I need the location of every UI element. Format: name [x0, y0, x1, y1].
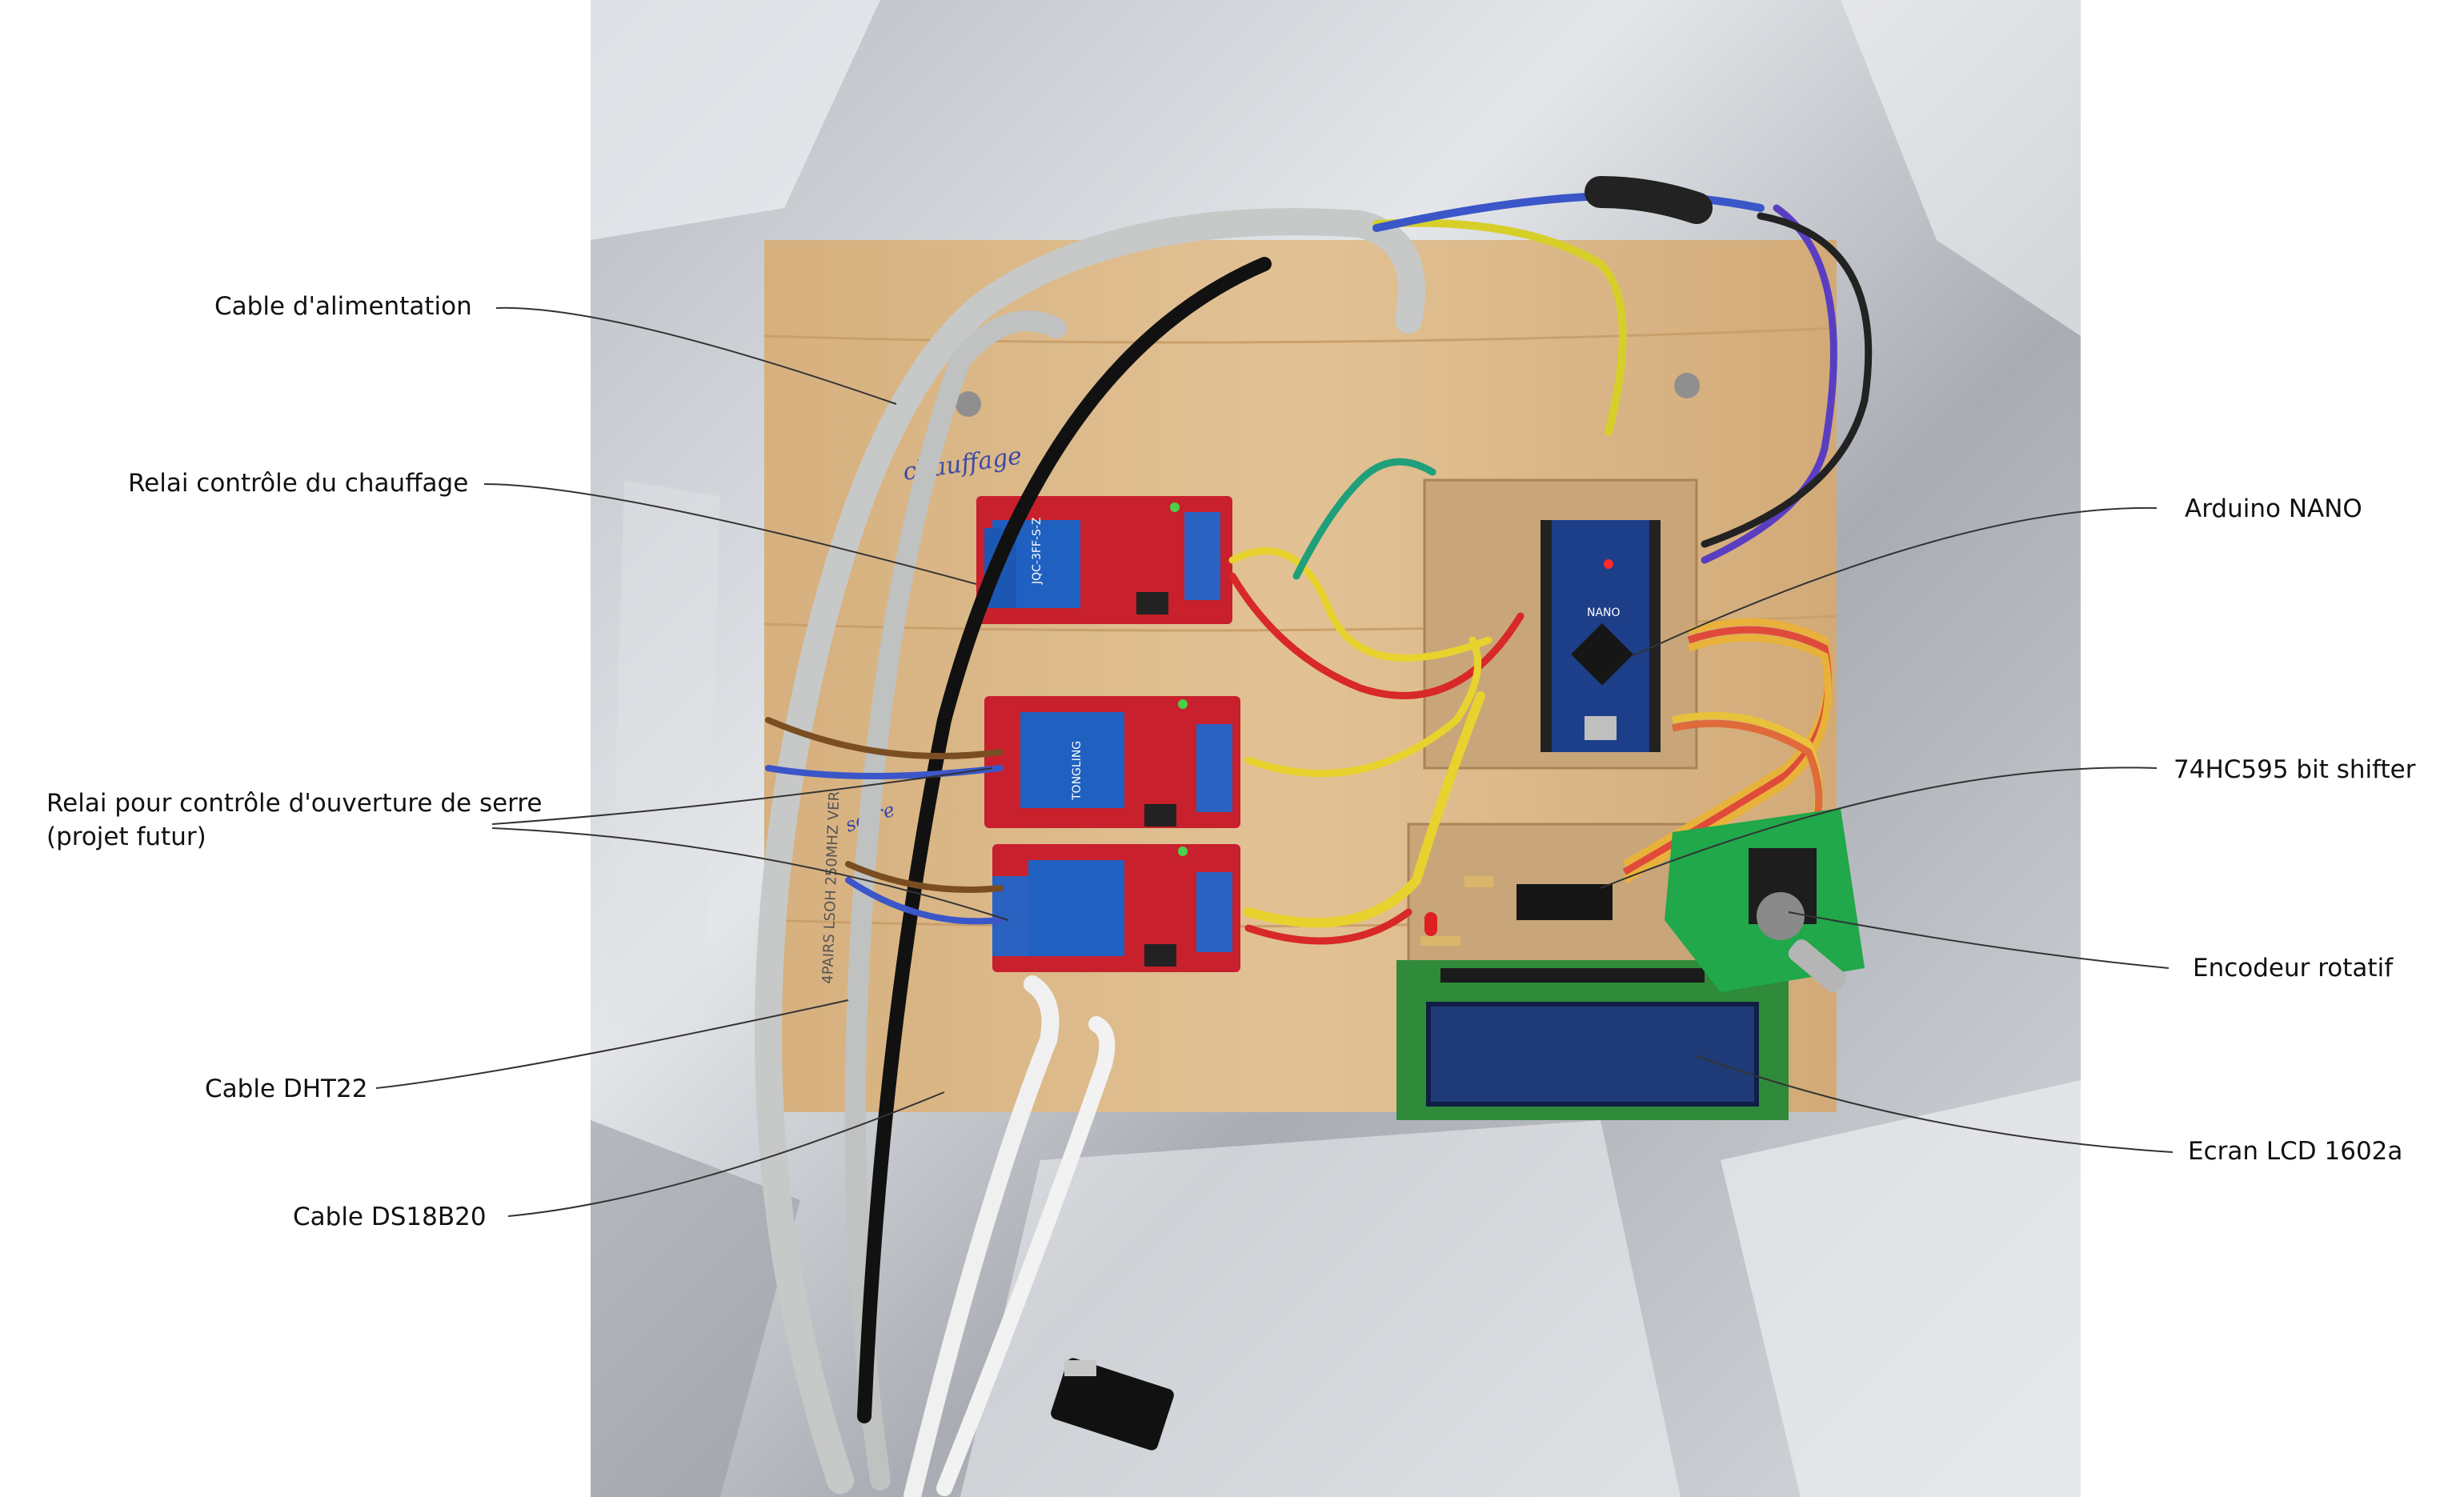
- relay-brand-label: TONGLING: [1071, 741, 1084, 801]
- label-greenhouse-relay-line2: (projet futur): [46, 823, 206, 851]
- relay-model-label: JQC-3FF-S-Z: [1031, 517, 1044, 585]
- label-lcd: Ecran LCD 1602a: [2188, 1137, 2403, 1166]
- leader-lcd: [1696, 1055, 2174, 1153]
- leader-shifter: [1600, 767, 2158, 889]
- leader-ds18b20: [507, 1091, 945, 1217]
- label-power-cable: Cable d'alimentation: [214, 292, 472, 321]
- label-greenhouse-relay: Relai pour contrôle d'ouverture de serre…: [46, 787, 543, 854]
- leader-encoder: [1788, 911, 2170, 969]
- label-arduino: Arduino NANO: [2185, 494, 2362, 523]
- relay-module-greenhouse-2: [992, 844, 1240, 972]
- relay-module-greenhouse-1: TONGLING: [984, 696, 1240, 828]
- leader-greenhouse-relay-a: [491, 767, 993, 825]
- cables: 4PAIRS LSOH 250MHZ VER: [755, 176, 1873, 1497]
- sensor-module: [1051, 1358, 1174, 1451]
- label-shifter: 74HC595 bit shifter: [2174, 755, 2416, 784]
- label-dht22-cable: Cable DHT22: [205, 1075, 368, 1103]
- leader-dht22: [375, 999, 849, 1089]
- label-ds18b20-cable: Cable DS18B20: [293, 1203, 487, 1231]
- leader-arduino: [1632, 506, 2158, 657]
- leader-lines: [375, 306, 2174, 1217]
- label-greenhouse-relay-line1: Relai pour contrôle d'ouverture de serre: [46, 789, 543, 818]
- leader-power-cable: [495, 306, 897, 405]
- nano-brand-label: NANO: [1587, 606, 1621, 619]
- relay-module-heating: JQC-3FF-S-Z: [976, 496, 1232, 624]
- label-heating-relay: Relai contrôle du chauffage: [128, 469, 469, 498]
- rotary-encoder: [1665, 808, 1865, 993]
- leader-greenhouse-relay-b: [491, 827, 1009, 921]
- leader-heating-relay: [483, 483, 977, 585]
- label-encoder: Encodeur rotatif: [2193, 954, 2394, 983]
